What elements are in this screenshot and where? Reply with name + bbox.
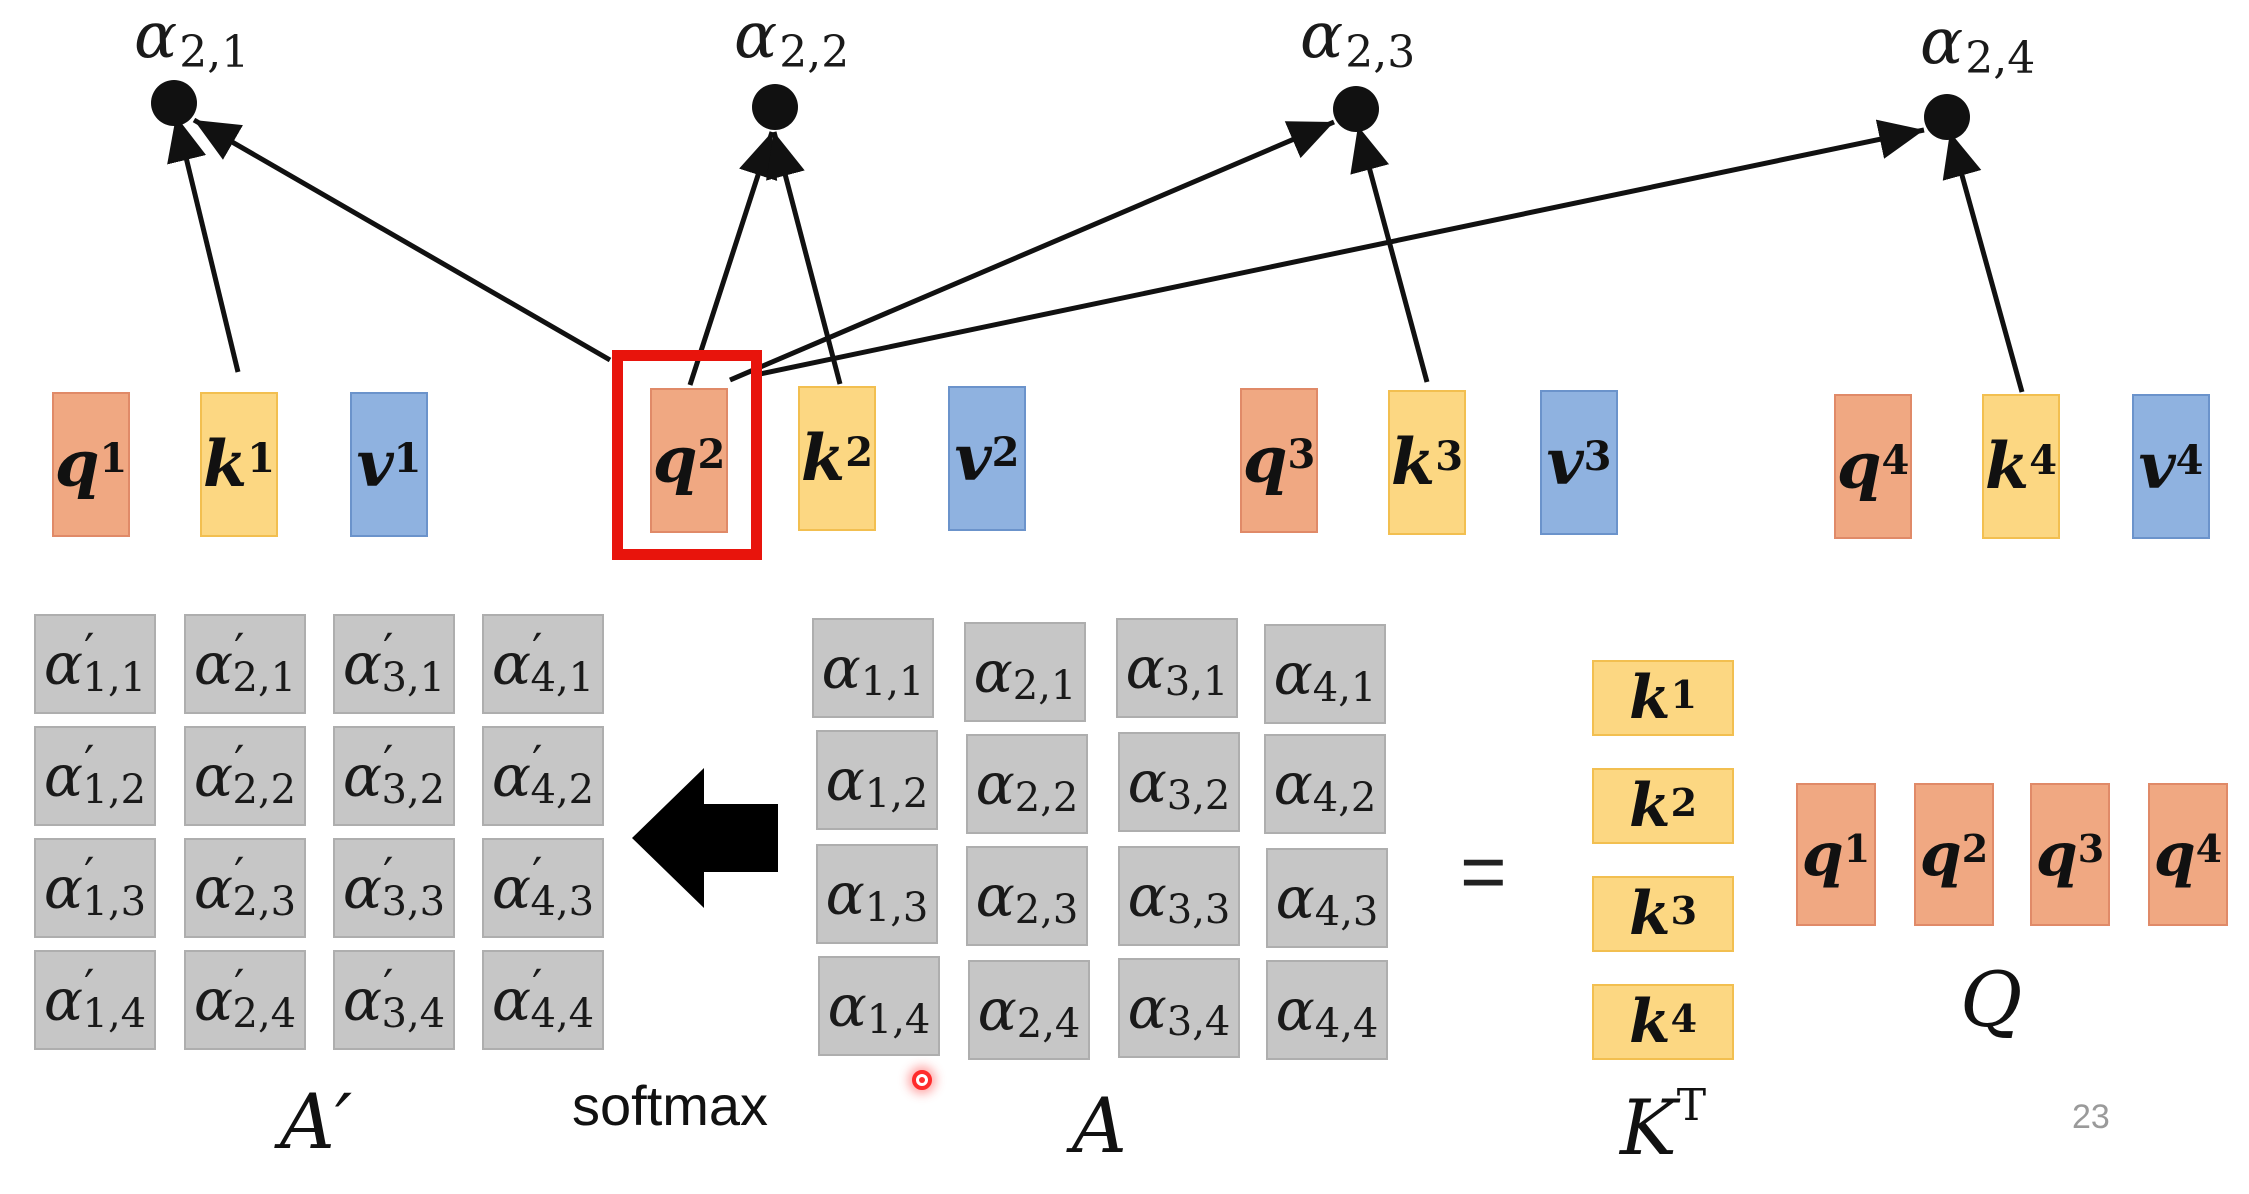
- score-label-a23: α2,3: [1300, 0, 1416, 78]
- score-node-a23: [1333, 86, 1379, 132]
- arrow-q2-to-a21: [192, 117, 612, 363]
- arrow-q2-to-a24: [759, 119, 1925, 377]
- laser-pointer-icon: [912, 1070, 932, 1090]
- matrix-cell: α′2,1: [184, 614, 306, 714]
- label-k-transpose: KT: [1620, 1079, 1707, 1172]
- matrix-cell: α′1,3: [34, 838, 156, 938]
- label-a: A: [1072, 1081, 1127, 1170]
- page-number: 23: [2072, 1098, 2110, 1136]
- matrix-cell: α′1,2: [34, 726, 156, 826]
- matrix-cell: α′4,1: [482, 614, 604, 714]
- matrix-cell: α′3,4: [333, 950, 455, 1050]
- score-label-a22: α2,2: [734, 0, 850, 78]
- equals-sign: =: [1460, 827, 1507, 916]
- matrix-cell: α′1,4: [34, 950, 156, 1050]
- label-a-prime: A′: [280, 1077, 353, 1166]
- matrix-cell: α′2,4: [184, 950, 306, 1050]
- matrix-cell: α′4,2: [482, 726, 604, 826]
- arrow-k2-to-a22: [766, 131, 843, 385]
- matrix-cell: α′2,3: [184, 838, 306, 938]
- matrix-cell: α′3,1: [333, 614, 455, 714]
- arrow-q2-to-a23: [729, 119, 1335, 383]
- matrix-cell: α′4,3: [482, 838, 604, 938]
- arrow-k1-to-a21: [167, 115, 241, 373]
- matrix-cell: α′1,1: [34, 614, 156, 714]
- label-softmax: softmax: [572, 1074, 769, 1137]
- arrow-q2-to-a22: [687, 131, 778, 386]
- arrow-k3-to-a23: [1350, 125, 1430, 383]
- score-node-a22: [752, 84, 798, 130]
- label-q: Q: [1960, 955, 2023, 1044]
- matrix-cell: α′2,2: [184, 726, 306, 826]
- score-label-a21: α2,1: [134, 0, 250, 78]
- softmax-arrow-icon: [632, 768, 778, 908]
- query-highlight-box: [612, 350, 762, 560]
- matrix-cell: α′3,2: [333, 726, 455, 826]
- score-node-a24: [1924, 94, 1970, 140]
- matrix-cell: α′4,4: [482, 950, 604, 1050]
- arrow-k4-to-a24: [1942, 131, 2025, 393]
- score-node-a21: [151, 80, 197, 126]
- matrix-cell: α′3,3: [333, 838, 455, 938]
- score-label-a24: α2,4: [1920, 5, 2036, 84]
